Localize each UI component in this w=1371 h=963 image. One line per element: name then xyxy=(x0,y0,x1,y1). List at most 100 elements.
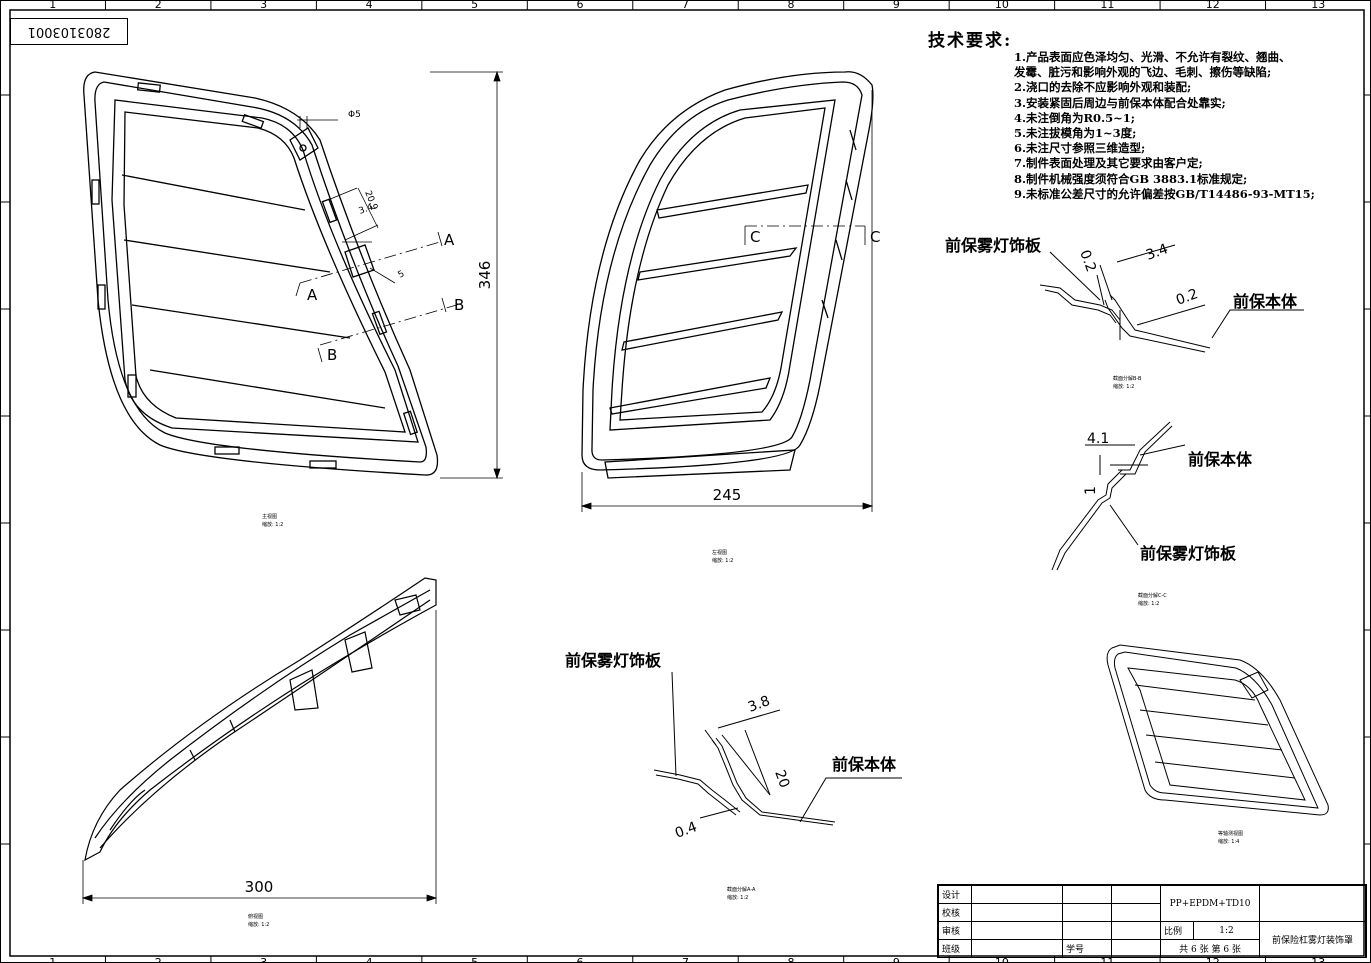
left-view-caption: 左视图 xyxy=(712,549,727,556)
zone-number: 10 xyxy=(995,956,1009,963)
aa-dim-3-8: 3.8 xyxy=(746,693,772,716)
front-view-scale: 缩放: 1:2 xyxy=(262,521,283,528)
tb-student-no: 学号 xyxy=(1062,939,1112,958)
zone-number: 2 xyxy=(155,0,162,11)
aa-scale: 缩放: 1:2 xyxy=(727,894,748,901)
requirement-item: 1.产品表面应色泽均匀、光滑、不允许有裂纹、翘曲、 xyxy=(1014,50,1291,64)
section-label-b1: B xyxy=(454,296,464,314)
zone-number: 7 xyxy=(682,0,689,11)
left-view-dimensions xyxy=(580,90,874,512)
zone-number: 4 xyxy=(366,0,373,11)
side-view xyxy=(84,577,437,862)
tb-part-name: 前保险杠雾灯装饰罩 xyxy=(1259,921,1366,958)
zone-number: 13 xyxy=(1311,956,1325,963)
section-label-b2: B xyxy=(327,346,337,364)
zone-number: 12 xyxy=(1206,956,1220,963)
dim-3-4: 3.4 xyxy=(358,202,375,216)
left-view xyxy=(581,71,874,479)
tb-scale-label: 比例 xyxy=(1160,921,1194,940)
requirement-item: 6.未注尺寸参照三维造型; xyxy=(1014,141,1146,156)
zone-number: 7 xyxy=(682,956,689,963)
section-label-a2: A xyxy=(307,286,318,304)
bb-dim-0-2a: 0.2 xyxy=(1076,248,1099,274)
section-aa xyxy=(653,671,902,826)
requirement-item: 9.未标准公差尺寸的允许偏差按GB/T14486-93-MT15; xyxy=(1014,186,1315,201)
requirement-item: 3.安装紧固后周边与前保本体配合处靠实; xyxy=(1014,95,1226,110)
zone-number: 2 xyxy=(155,956,162,963)
requirement-item: 4.未注倒角为R0.5~1; xyxy=(1014,110,1135,125)
zone-number: 13 xyxy=(1311,0,1325,11)
zone-number: 4 xyxy=(366,956,373,963)
zone-number: 10 xyxy=(995,0,1009,11)
zone-number: 11 xyxy=(1100,956,1114,963)
bb-scale: 缩放: 1:2 xyxy=(1113,383,1134,390)
dim-245: 245 xyxy=(713,486,742,504)
requirements-list: 1.产品表面应色泽均匀、光滑、不允许有裂纹、翘曲、 发霉、脏污和影响外观的飞边、… xyxy=(1014,50,1364,202)
cc-label-trim: 前保雾灯饰板 xyxy=(1140,544,1237,563)
tb-material: PP+EPDM+TD10 xyxy=(1159,885,1261,922)
zone-number: 12 xyxy=(1206,0,1220,11)
requirement-item: 2.浇口的去除不应影响外观和装配; xyxy=(1014,80,1192,95)
aa-caption: 截面分解A-A xyxy=(727,886,756,893)
requirement-item: 7.制件表面处理及其它要求由客户定; xyxy=(1014,156,1203,171)
bb-dim-0-2b: 0.2 xyxy=(1174,286,1200,309)
tb-scale-value: 1:2 xyxy=(1192,921,1261,940)
zone-number: 8 xyxy=(787,0,794,11)
zone-number: 11 xyxy=(1100,0,1114,11)
zone-number: 3 xyxy=(260,956,267,963)
tb-class: 班级 xyxy=(938,939,972,958)
dim-346: 346 xyxy=(476,261,494,290)
section-label-c2: C xyxy=(870,228,880,246)
title-block: 设计 PP+EPDM+TD10 校核 审核 比例 1:2 前保险杠雾灯装饰罩 班… xyxy=(937,884,1367,958)
zone-number: 9 xyxy=(893,0,900,11)
drawing-code: 2803103001 xyxy=(10,18,128,45)
zone-number: 6 xyxy=(577,956,584,963)
section-label-a1: A xyxy=(444,231,455,249)
bb-caption: 截面分解B-B xyxy=(1113,375,1142,382)
bb-label-body: 前保本体 xyxy=(1233,292,1298,311)
aa-label-body: 前保本体 xyxy=(832,755,897,774)
tb-sheets: 共 6 张 第 6 张 xyxy=(1159,939,1261,958)
zone-number: 1 xyxy=(49,956,56,963)
requirement-item: 5.未注拔模角为1~3度; xyxy=(1014,126,1137,141)
cc-dim-1: 1 xyxy=(1083,486,1099,495)
section-cc xyxy=(1051,421,1186,571)
section-label-c1: C xyxy=(750,228,760,246)
front-view-dimensions xyxy=(295,70,503,480)
cc-label-body: 前保本体 xyxy=(1188,450,1253,469)
cc-dim-4-1: 4.1 xyxy=(1087,431,1109,447)
zone-number: 5 xyxy=(471,956,478,963)
left-view-scale: 缩放: 1:2 xyxy=(712,557,733,564)
requirements-title: 技术要求: xyxy=(928,31,1013,51)
zone-number: 3 xyxy=(260,0,267,11)
tb-check: 校核 xyxy=(938,903,972,922)
aa-label-trim: 前保雾灯饰板 xyxy=(565,651,662,670)
iso-scale: 缩放: 1:4 xyxy=(1218,838,1239,845)
iso-view xyxy=(1106,644,1329,816)
iso-caption: 等轴测视图 xyxy=(1218,830,1243,837)
bb-dim-3-4: 3.4 xyxy=(1144,241,1170,264)
side-view-scale: 缩放: 1:2 xyxy=(248,921,269,928)
side-view-dimensions xyxy=(81,610,438,904)
tb-review: 审核 xyxy=(938,921,972,940)
bb-label-trim: 前保雾灯饰板 xyxy=(945,236,1042,255)
section-bb xyxy=(1039,244,1304,353)
aa-dim-0-4: 0.4 xyxy=(673,819,699,842)
side-view-caption: 俯视图 xyxy=(248,913,263,920)
front-view-caption: 主视图 xyxy=(262,513,277,520)
tb-design: 设计 xyxy=(938,885,972,904)
requirement-item: 发霉、脏污和影响外观的飞边、毛刺、擦伤等缺陷; xyxy=(1014,65,1272,80)
front-view xyxy=(83,71,439,476)
dim-300: 300 xyxy=(245,878,274,896)
dim-phi5: Φ5 xyxy=(348,110,361,120)
zone-number: 1 xyxy=(49,0,56,11)
cc-scale: 缩放: 1:2 xyxy=(1138,600,1159,607)
zone-number: 8 xyxy=(787,956,794,963)
zone-number: 5 xyxy=(471,0,478,11)
dim-5: 5 xyxy=(397,269,407,281)
zone-number: 6 xyxy=(577,0,584,11)
aa-dim-20: 20 xyxy=(771,768,792,790)
